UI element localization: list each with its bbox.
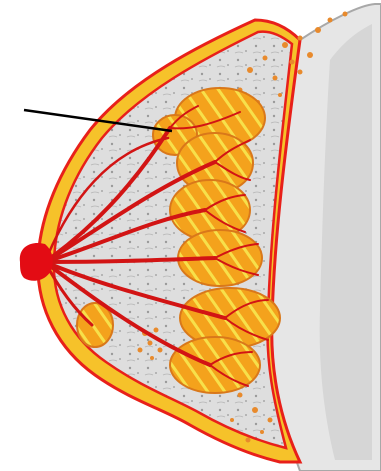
fatty-tissue [54,32,292,448]
